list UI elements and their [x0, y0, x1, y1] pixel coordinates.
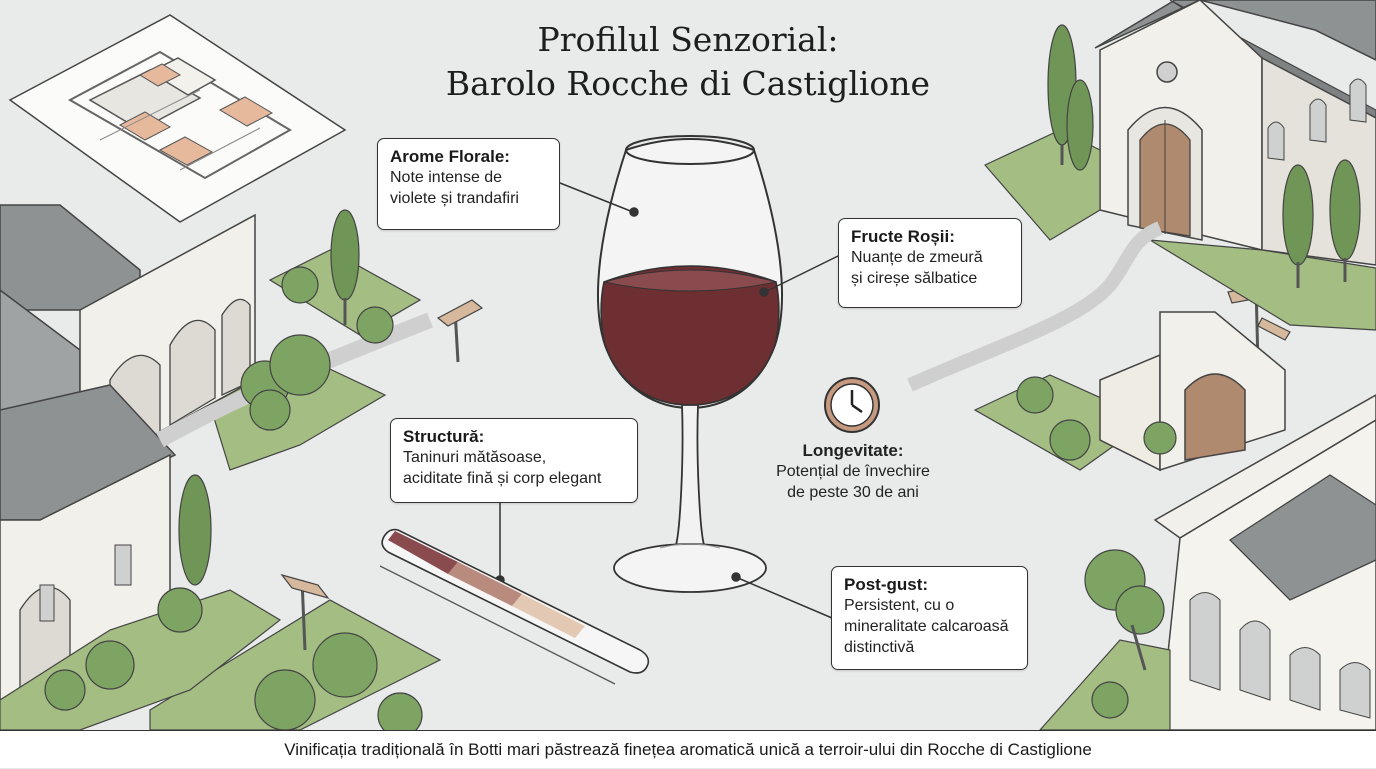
wine-glass-icon [597, 135, 783, 593]
callout-structure: Structură: Taninuri mătăsoase, aciditate… [390, 418, 638, 503]
footer-caption: Vinificația tradițională în Botti mari p… [0, 730, 1376, 768]
right-church-building [1094, 0, 1376, 266]
callout-text: violete și trandafiri [390, 190, 519, 207]
callout-text: distinctivă [844, 639, 915, 656]
right-stone-gate [1016, 311, 1286, 472]
page-title-line-2: Barolo Rocche di Castiglione [445, 64, 931, 103]
clock-icon [824, 377, 880, 433]
color-gradient-strip-icon [379, 528, 650, 685]
floor-plan-drawing [8, 14, 347, 223]
callout-heading: Structură: [403, 427, 485, 446]
longevity-heading: Longevitate: [802, 441, 904, 460]
callout-text: aciditate fină și corp elegant [403, 470, 602, 487]
callout-heading: Post-gust: [844, 575, 929, 594]
callout-text: Persistent, cu o [844, 597, 955, 614]
callout-text: și cireșe sălbatice [851, 270, 978, 287]
page-title-line-1: Profilul Senzorial: [537, 20, 839, 59]
callout-text: Nuanțe de zmeură [851, 249, 983, 266]
callout-heading: Fructe Roșii: [851, 227, 955, 246]
callout-floral-aromas: Arome Florale: Note intense de violete ș… [377, 138, 560, 230]
callout-finish: Post-gust: Persistent, cu o mineralitate… [831, 566, 1028, 670]
callout-red-fruits: Fructe Roșii: Nuanțe de zmeură și cireșe… [838, 218, 1022, 308]
callout-text: Taninuri mătăsoase, [403, 449, 547, 466]
tree-cluster-right [1047, 24, 1361, 288]
page-title: Profilul Senzorial: Barolo Rocche di Cas… [388, 18, 988, 106]
callout-heading: Arome Florale: [390, 147, 510, 166]
longevity-info: Longevitate: Potențial de învechire de p… [748, 440, 958, 503]
longevity-text: de peste 30 de ani [787, 484, 919, 501]
callout-text: mineralitate calcaroasă [844, 618, 1009, 635]
longevity-text: Potențial de învechire [776, 463, 930, 480]
right-lower-building [1153, 394, 1376, 731]
tree-cluster-left [44, 209, 423, 738]
callout-text: Note intense de [390, 169, 503, 186]
